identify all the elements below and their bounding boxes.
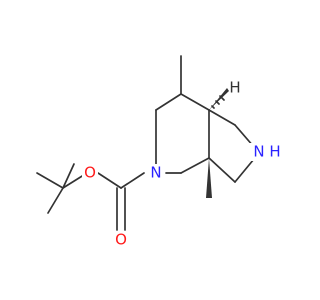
- bond-tbu-c1-methyl-3: [62, 163, 75, 189]
- atom-layer: O O N N H H: [82, 79, 281, 249]
- hash-top-2: [215, 100, 220, 105]
- molecule-canvas: O O N N H H: [36, 55, 281, 249]
- bond-tbu-c1-methyl-2: [47, 187, 64, 214]
- bond-pyrrolidine-ch2-bottom-to-junction-bottom: [208, 157, 236, 183]
- hash-top-3: [219, 95, 225, 101]
- amine-hydrogen-label: H: [269, 143, 280, 161]
- stereo-layer: [206, 88, 229, 198]
- amine-nitrogen-backdrop: [247, 143, 281, 161]
- stereo-h-label: H: [229, 79, 240, 97]
- hash-top-1: [211, 105, 215, 109]
- bond-layer: [36, 55, 255, 231]
- bond-ester-oxygen-to-carbonyl: [97, 172, 122, 189]
- ester-oxygen-label: O: [84, 164, 96, 182]
- amine-nitrogen-label: N: [253, 143, 264, 161]
- stereo-hash-top-h: [209, 88, 229, 110]
- bond-tbu-c1-methyl: [36, 172, 64, 189]
- carbonyl-oxygen-label: O: [115, 231, 127, 249]
- ring-nitrogen-backdrop: [148, 164, 164, 182]
- ester-oxygen-backdrop: [82, 164, 98, 182]
- bond-junction-top-to-pyrrolidine-ch2-top: [208, 109, 236, 126]
- bond-upper-ch2-to-methine: [155, 93, 182, 111]
- bond-nh-to-pyrrolidine-ch2-bottom: [234, 158, 255, 183]
- stereo-wedge-bottom-methyl: [206, 158, 212, 198]
- ring-nitrogen-label: N: [150, 164, 161, 182]
- carbonyl-oxygen-backdrop: [113, 231, 129, 249]
- bond-carbonyl-to-ring-n: [120, 172, 145, 189]
- bond-junction-bottom-to-lower-ch2: [180, 157, 210, 174]
- bond-methine-to-ring-junction-top: [180, 93, 210, 111]
- structure-svg: O O N N H H: [36, 55, 281, 249]
